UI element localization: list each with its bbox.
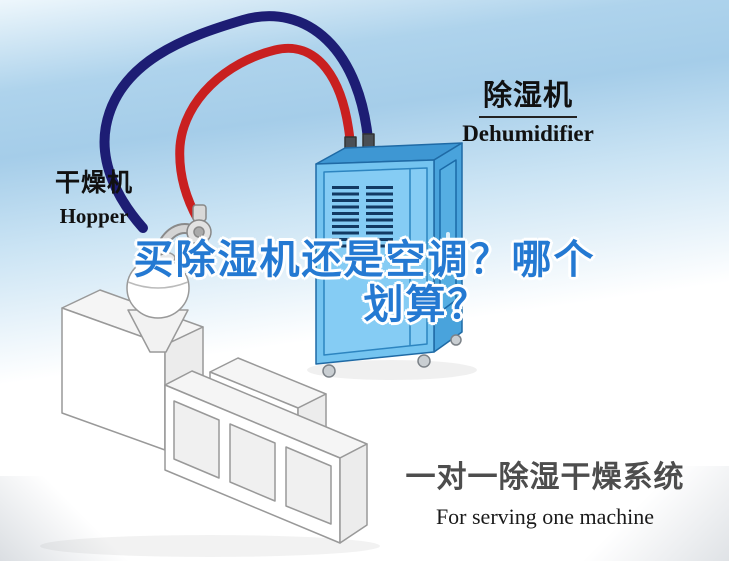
hopper-label-zh: 干燥机 — [54, 169, 133, 197]
main-title-line1: 买除湿机还是空调？哪个 — [133, 238, 596, 282]
footer-caption-en: For serving one machine — [435, 504, 655, 529]
extruder-machine — [61, 289, 368, 544]
unit-casters — [322, 334, 462, 378]
dehumidifier-label: 除湿机 Dehumidifier — [448, 72, 608, 147]
blue-hose — [99, 11, 374, 233]
main-title-line2: 划算？ — [363, 282, 490, 327]
dehumidifier-label-zh: 除湿机 — [478, 72, 577, 118]
footer-caption-zh: 一对一除湿干燥系统 — [405, 461, 685, 494]
dehumidifier-label-en: Dehumidifier — [462, 121, 594, 146]
hopper-label: 干燥机 Hopper — [34, 163, 154, 229]
machine-shadow — [40, 535, 380, 557]
dehumidifier-shadow — [307, 360, 477, 380]
footer-caption: 一对一除湿干燥系统 For serving one machine — [395, 452, 695, 530]
hopper-label-en: Hopper — [59, 204, 129, 228]
unit-vents — [332, 186, 393, 248]
blower-unit — [186, 204, 212, 245]
red-hose — [175, 43, 356, 225]
dehumidifier-unit — [315, 133, 463, 378]
unit-door-handle — [446, 232, 450, 254]
hopper-unit — [126, 243, 190, 353]
main-title: 买除湿机还是空调？哪个 划算？ — [0, 238, 729, 328]
